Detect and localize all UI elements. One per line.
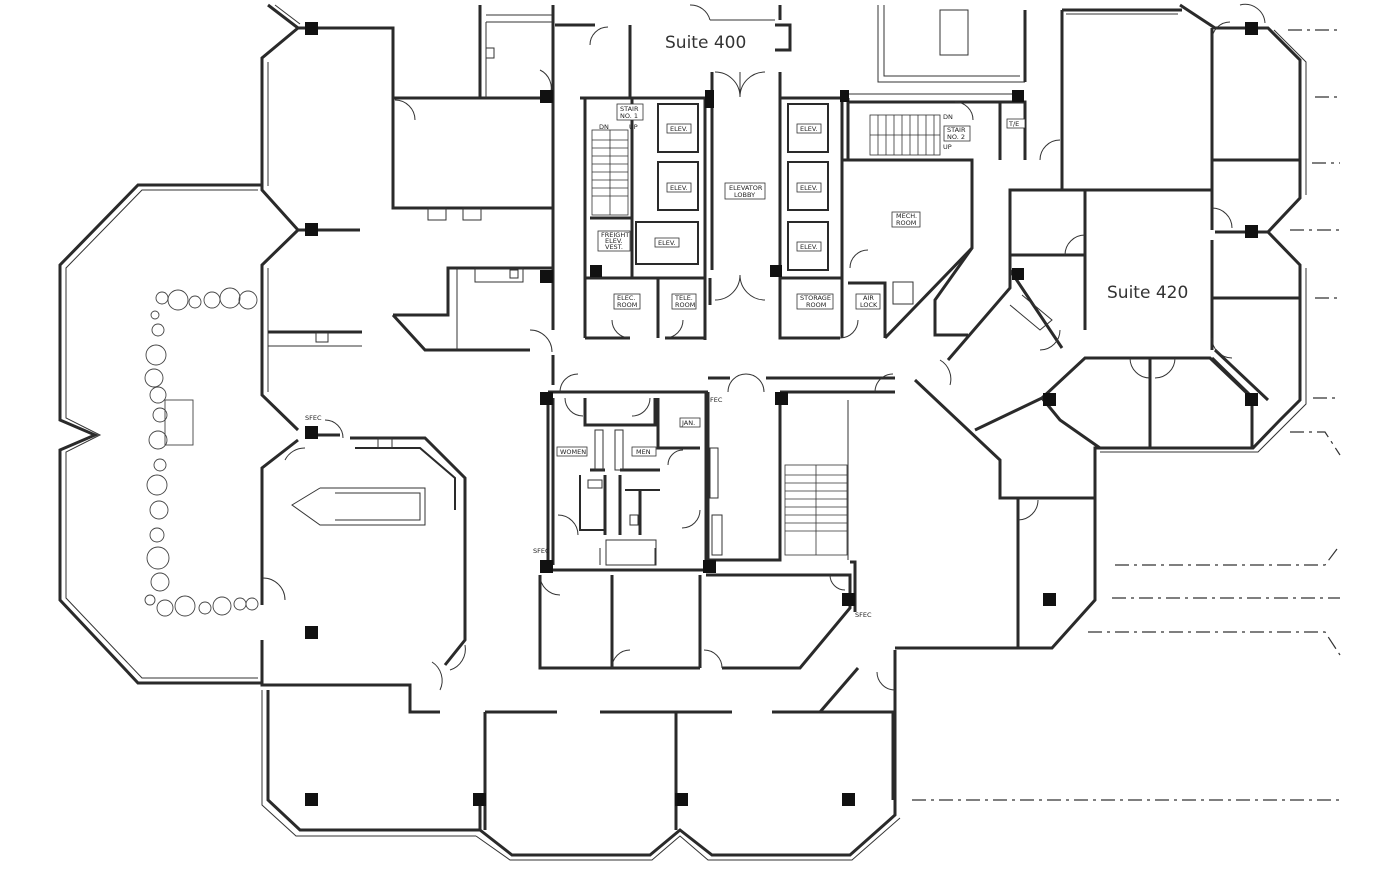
interior-walls — [291, 5, 1254, 713]
doors — [262, 3, 1266, 691]
sfec-tag: SFEC — [533, 547, 550, 555]
storage-room-label-2: ROOM — [806, 301, 826, 309]
columns — [305, 22, 1258, 806]
room-labels: STAIR NO. 1 DN UP ELEV. ELEV. ELEV. ELEV… — [305, 103, 1026, 619]
freight-label-2: ELEV. — [605, 237, 623, 245]
mech-room-label-2: ROOM — [896, 219, 916, 227]
stair-1-up: UP — [629, 123, 638, 131]
air-lock-label-2: LOCK — [860, 301, 878, 309]
elevator-label: ELEV. — [800, 184, 818, 192]
stair-1-dn: DN — [599, 123, 609, 131]
stair-1-number: NO. 1 — [620, 112, 638, 120]
stair-2-number: NO. 2 — [947, 133, 965, 141]
women-restroom-label: WOMEN — [560, 448, 586, 456]
storage-room-label: STORAGE — [800, 294, 831, 302]
elevator-lobby-label-2: LOBBY — [734, 191, 755, 199]
freight-label: FREIGHT — [601, 231, 629, 239]
stair-2-label: STAIR — [947, 126, 966, 134]
sfec-tag: SFEC — [305, 414, 322, 422]
tele-room-label: TELE. — [674, 294, 693, 302]
fec-tag: FEC — [710, 396, 723, 404]
elevator-lobby-label: ELEVATOR — [729, 184, 763, 192]
property-lines — [912, 29, 1341, 801]
tele-room-label-2: ROOM — [675, 301, 695, 309]
suite-labels: Suite 400 Suite 420 — [665, 33, 1188, 303]
elevator-label: ELEV. — [800, 125, 818, 133]
elec-room-label: ELEC. — [617, 294, 635, 302]
elevator-label: ELEV. — [658, 239, 676, 247]
elevator-label: ELEV. — [800, 243, 818, 251]
janitor-label: JAN. — [681, 419, 695, 427]
stair-2-up: UP — [943, 143, 952, 151]
suite-420-label: Suite 420 — [1107, 283, 1188, 303]
stair-2-dn: DN — [943, 113, 953, 121]
elevator-label: ELEV. — [670, 184, 688, 192]
stair-1-label: STAIR — [620, 105, 639, 113]
elec-room-label-2: ROOM — [617, 301, 637, 309]
sfec-tag: SFEC — [855, 611, 872, 619]
exterior-walls — [58, 3, 1307, 861]
men-restroom-label: MEN — [636, 448, 651, 456]
garden-plantings — [144, 287, 259, 617]
freight-label-3: VEST. — [605, 243, 623, 251]
fixtures — [315, 47, 914, 566]
air-lock-label: AIR — [863, 294, 874, 302]
mech-room-label: MECH. — [896, 212, 917, 220]
suite-400-label: Suite 400 — [665, 33, 746, 53]
elevator-label: ELEV. — [670, 125, 688, 133]
te-label: T/E — [1008, 120, 1019, 128]
